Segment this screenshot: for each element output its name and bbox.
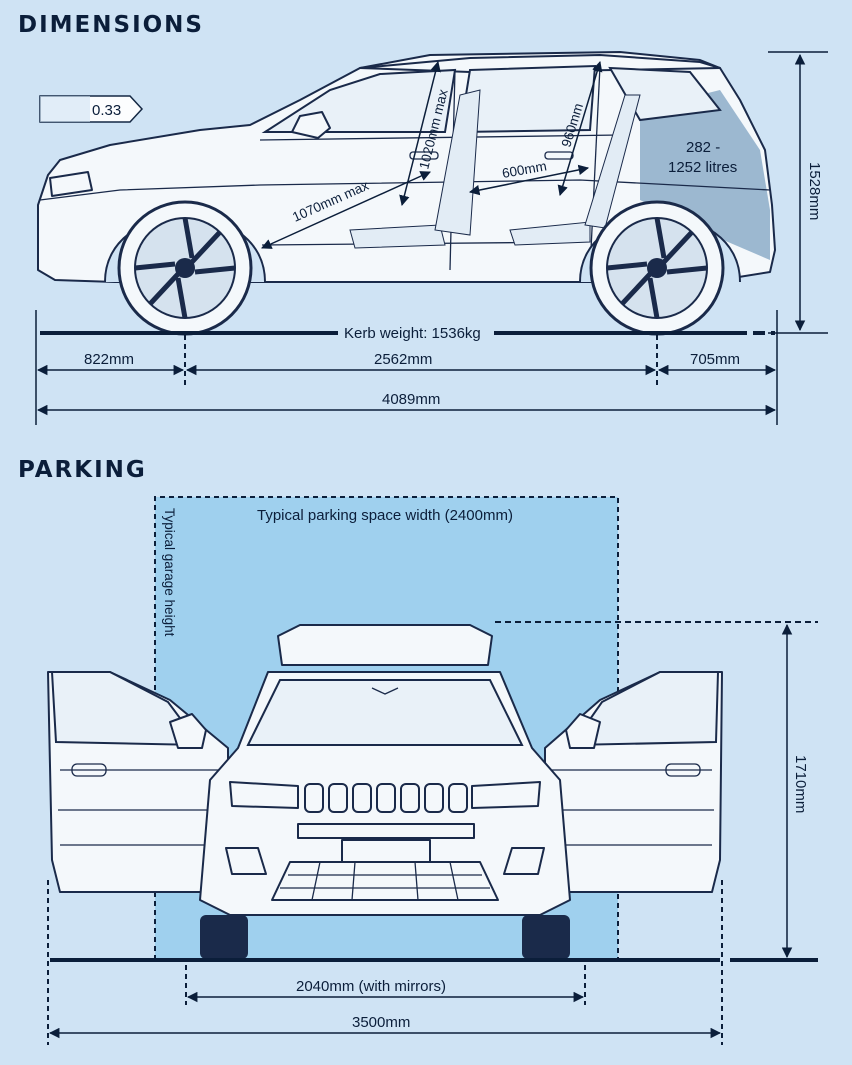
rear-overhang-label: 705mm (690, 351, 740, 368)
front-wheel (117, 200, 253, 336)
front-overhang-label: 822mm (84, 351, 134, 368)
front-legroom-arrow (261, 171, 431, 249)
parking-space-outline (154, 496, 619, 960)
boot-area-highlight (640, 90, 770, 260)
parking-space-width-label: Typical parking space width (2400mm) (257, 507, 513, 524)
height-label: 1528mm (806, 162, 823, 220)
kerb-weight-label: Kerb weight: 1536kg (344, 325, 481, 342)
width-doors-open-label: 3500mm (352, 1014, 410, 1031)
dimensions-heading: DIMENSIONS (18, 12, 204, 38)
drag-coefficient-value: 0.33 (92, 102, 121, 119)
rear-legroom-arrow (468, 164, 590, 196)
parking-heading: PARKING (18, 457, 147, 483)
boot-capacity-line2: 1252 litres (668, 159, 737, 176)
boot-capacity-line1: 282 - (686, 139, 720, 156)
width-with-mirrors-label: 2040mm (with mirrors) (296, 978, 446, 995)
wheelbase-label: 2562mm (374, 351, 432, 368)
front-view-car (47, 624, 723, 959)
rear-wheel (589, 200, 725, 336)
garage-height-label: Typical garage height (162, 508, 177, 637)
length-label: 4089mm (382, 391, 440, 408)
height-doors-open-label: 1710mm (792, 755, 809, 813)
drag-coefficient-badge: 0.33 (39, 95, 144, 123)
